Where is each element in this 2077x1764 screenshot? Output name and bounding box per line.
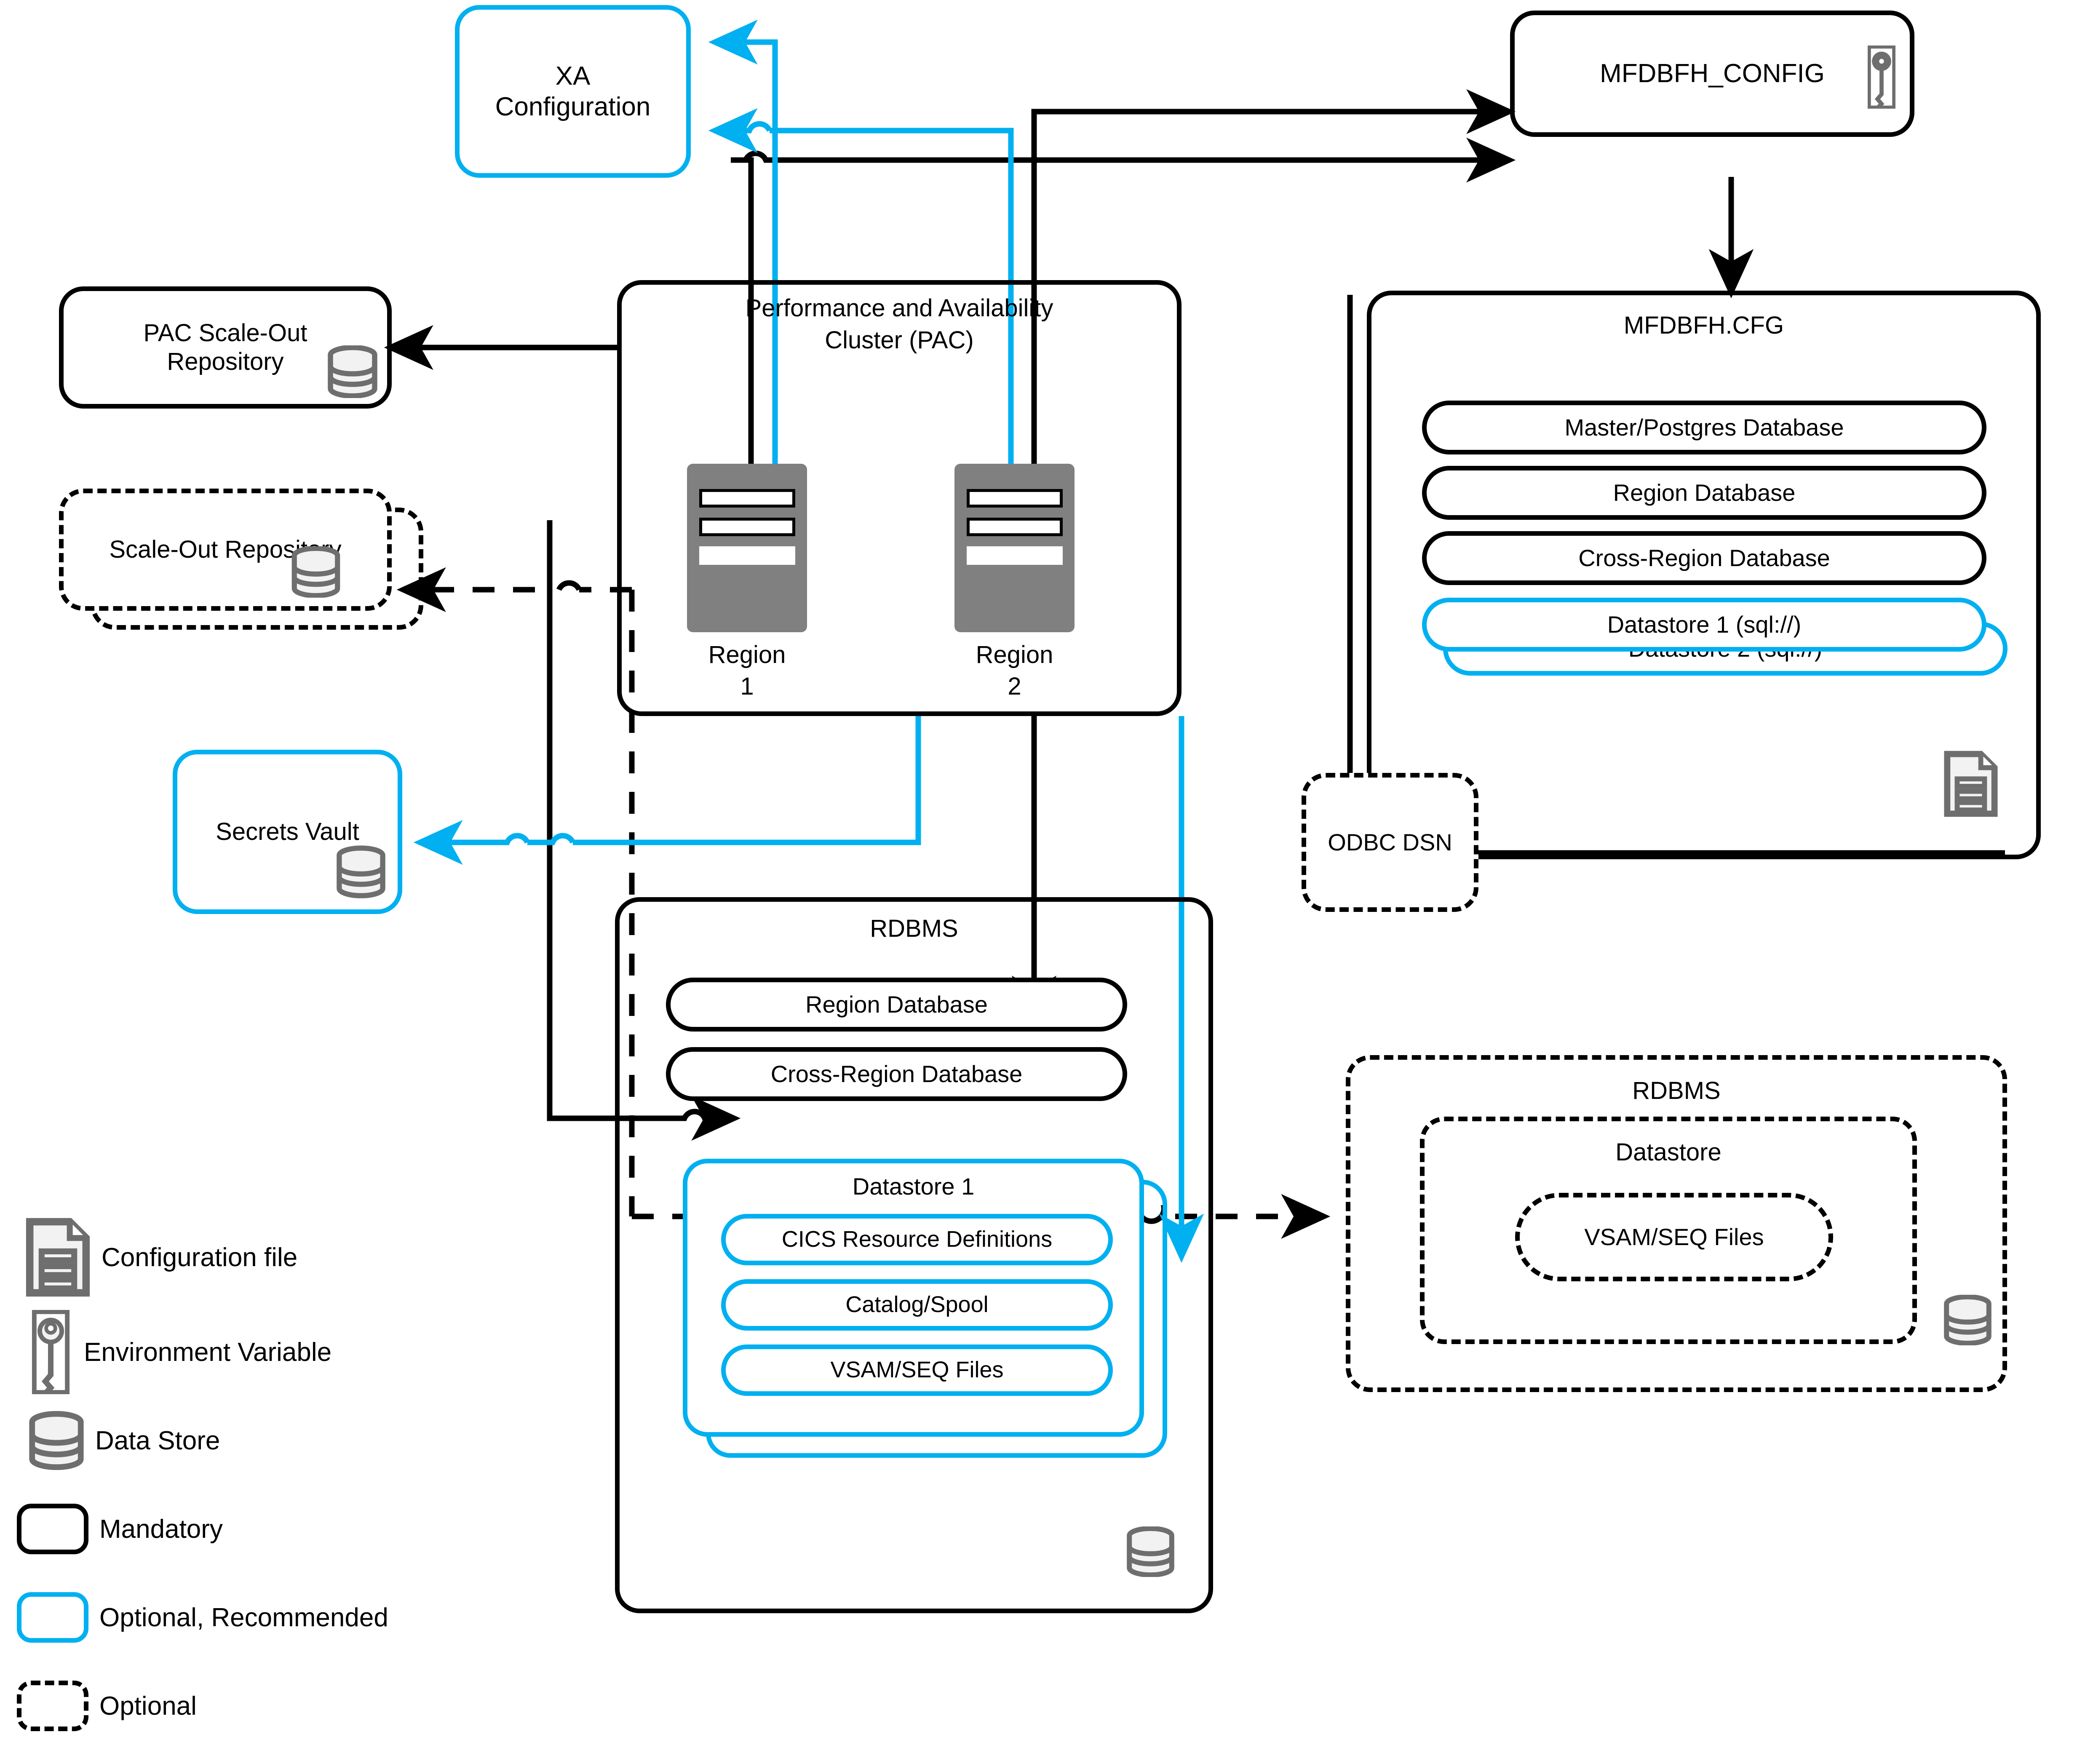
mfdbfh-cfg-entry-master-postgres-database[interactable]: Master/Postgres Database — [1422, 401, 1986, 454]
node-scale-out-repository[interactable]: Scale-Out Repository — [59, 489, 392, 611]
datastore-item-label: Catalog/Spool — [845, 1292, 989, 1318]
node-mfdbfh-config[interactable]: MFDBFH_CONFIG — [1510, 11, 1914, 137]
data-store-icon — [291, 546, 340, 598]
node-xa-configuration[interactable]: XA Configuration — [455, 5, 691, 178]
xa-configuration-label-line1: XA — [555, 61, 591, 91]
entry-label: Master/Postgres Database — [1564, 414, 1844, 441]
rdbms-optional-title: RDBMS — [1632, 1077, 1721, 1104]
node-rdbms-optional[interactable]: RDBMS Datastore VSAM/SEQ Files — [1346, 1055, 2007, 1392]
legend-label: Optional, Recommended — [99, 1603, 388, 1632]
data-store-icon — [1127, 1526, 1174, 1577]
odbc-dsn-label: ODBC DSN — [1328, 829, 1452, 855]
datastore-item-vsam-seq-files[interactable]: VSAM/SEQ Files — [721, 1344, 1113, 1396]
rdbms-optional-datastore[interactable]: Datastore VSAM/SEQ Files — [1420, 1117, 1917, 1344]
data-store-icon — [29, 1411, 84, 1470]
datastore-item-label: CICS Resource Definitions — [781, 1227, 1053, 1252]
legend-item-optional: Optional — [17, 1681, 197, 1731]
node-rdbms-primary[interactable]: RDBMS Region Database Cross-Region Datab… — [615, 897, 1213, 1613]
datastore-item-catalog-spool[interactable]: Catalog/Spool — [721, 1279, 1113, 1331]
secrets-vault-label: Secrets Vault — [216, 818, 359, 845]
rdbms-primary-datastore[interactable]: Datastore 1 CICS Resource Definitions Ca… — [683, 1159, 1144, 1437]
rdbms-primary-title: RDBMS — [870, 915, 958, 942]
rdbms-optional-datastore-item-vsam-seq-files[interactable]: VSAM/SEQ Files — [1515, 1193, 1833, 1281]
legend-item-mandatory: Mandatory — [17, 1504, 223, 1554]
pac-region-2-label-line1: Region — [976, 641, 1053, 668]
server-icon — [954, 464, 1075, 632]
legend-item-configuration-file: Configuration file — [25, 1217, 297, 1297]
mfdbfh-cfg-entry-cross-region-database[interactable]: Cross-Region Database — [1422, 531, 1986, 585]
legend-label: Mandatory — [99, 1514, 223, 1544]
rdbms-primary-region-database[interactable]: Region Database — [666, 978, 1127, 1032]
pac-cluster-title-line1: Performance and Availability — [745, 294, 1053, 322]
mfdbfh-cfg-entry-datastore-1[interactable]: Datastore 1 (sql://) — [1422, 598, 1986, 652]
dashed-box-swatch — [17, 1681, 88, 1731]
mfdbfh-cfg-title: MFDBFH.CFG — [1623, 312, 1784, 339]
data-store-icon — [337, 845, 385, 898]
rdbms-primary-cross-region-database[interactable]: Cross-Region Database — [666, 1047, 1127, 1101]
pac-cluster-title-line2: Cluster (PAC) — [825, 326, 974, 354]
rdbms-primary-datastore-title: Datastore 1 — [852, 1173, 975, 1200]
pac-region-1-label-line2: 1 — [740, 673, 754, 700]
legend-label: Data Store — [95, 1426, 220, 1455]
data-store-icon — [1944, 1295, 1991, 1345]
db-label: Region Database — [805, 991, 988, 1018]
db-label: Cross-Region Database — [770, 1060, 1023, 1087]
environment-variable-icon — [32, 1310, 70, 1394]
pac-region-1-label-line1: Region — [708, 641, 786, 668]
mfdbfh-cfg-entry-region-database[interactable]: Region Database — [1422, 466, 1986, 520]
node-pac-cluster[interactable]: Performance and Availability Cluster (PA… — [617, 280, 1182, 716]
datastore-item-label: VSAM/SEQ Files — [1584, 1223, 1764, 1250]
server-icon — [687, 464, 807, 632]
node-odbc-dsn[interactable]: ODBC DSN — [1302, 773, 1478, 912]
legend-item-data-store: Data Store — [29, 1411, 220, 1470]
node-secrets-vault[interactable]: Secrets Vault — [173, 750, 402, 914]
configuration-file-icon — [1944, 751, 1998, 817]
entry-label: Datastore 1 (sql://) — [1607, 611, 1802, 638]
rdbms-optional-datastore-title: Datastore — [1615, 1139, 1721, 1166]
pac-scale-out-repository-label-line2: Repository — [167, 348, 284, 375]
node-pac-scale-out-repository[interactable]: PAC Scale-Out Repository — [59, 286, 392, 409]
node-mfdbfh-cfg[interactable]: MFDBFH.CFG Master/Postgres Database Regi… — [1367, 291, 2041, 859]
entry-label: Cross-Region Database — [1578, 544, 1830, 571]
legend-item-optional-recommended: Optional, Recommended — [17, 1592, 388, 1643]
datastore-item-label: VSAM/SEQ Files — [830, 1357, 1004, 1383]
data-store-icon — [328, 345, 377, 398]
legend-label: Environment Variable — [84, 1337, 332, 1367]
legend-label: Configuration file — [102, 1243, 298, 1272]
pac-scale-out-repository-label-line1: PAC Scale-Out — [143, 319, 307, 347]
configuration-file-icon — [26, 1218, 90, 1297]
legend-label: Optional — [99, 1691, 197, 1721]
pac-region-2-label-line2: 2 — [1008, 673, 1021, 700]
entry-label: Region Database — [1613, 479, 1796, 506]
solid-box-swatch — [17, 1504, 88, 1554]
environment-variable-icon — [1868, 45, 1895, 109]
legend: Configuration file Environment Variable … — [17, 1213, 480, 1748]
xa-configuration-label-line2: Configuration — [495, 92, 651, 121]
cyan-box-swatch — [17, 1592, 88, 1643]
legend-item-environment-variable: Environment Variable — [29, 1310, 331, 1394]
mfdbfh-config-label: MFDBFH_CONFIG — [1600, 59, 1825, 88]
datastore-item-cics-resource-definitions[interactable]: CICS Resource Definitions — [721, 1214, 1113, 1265]
